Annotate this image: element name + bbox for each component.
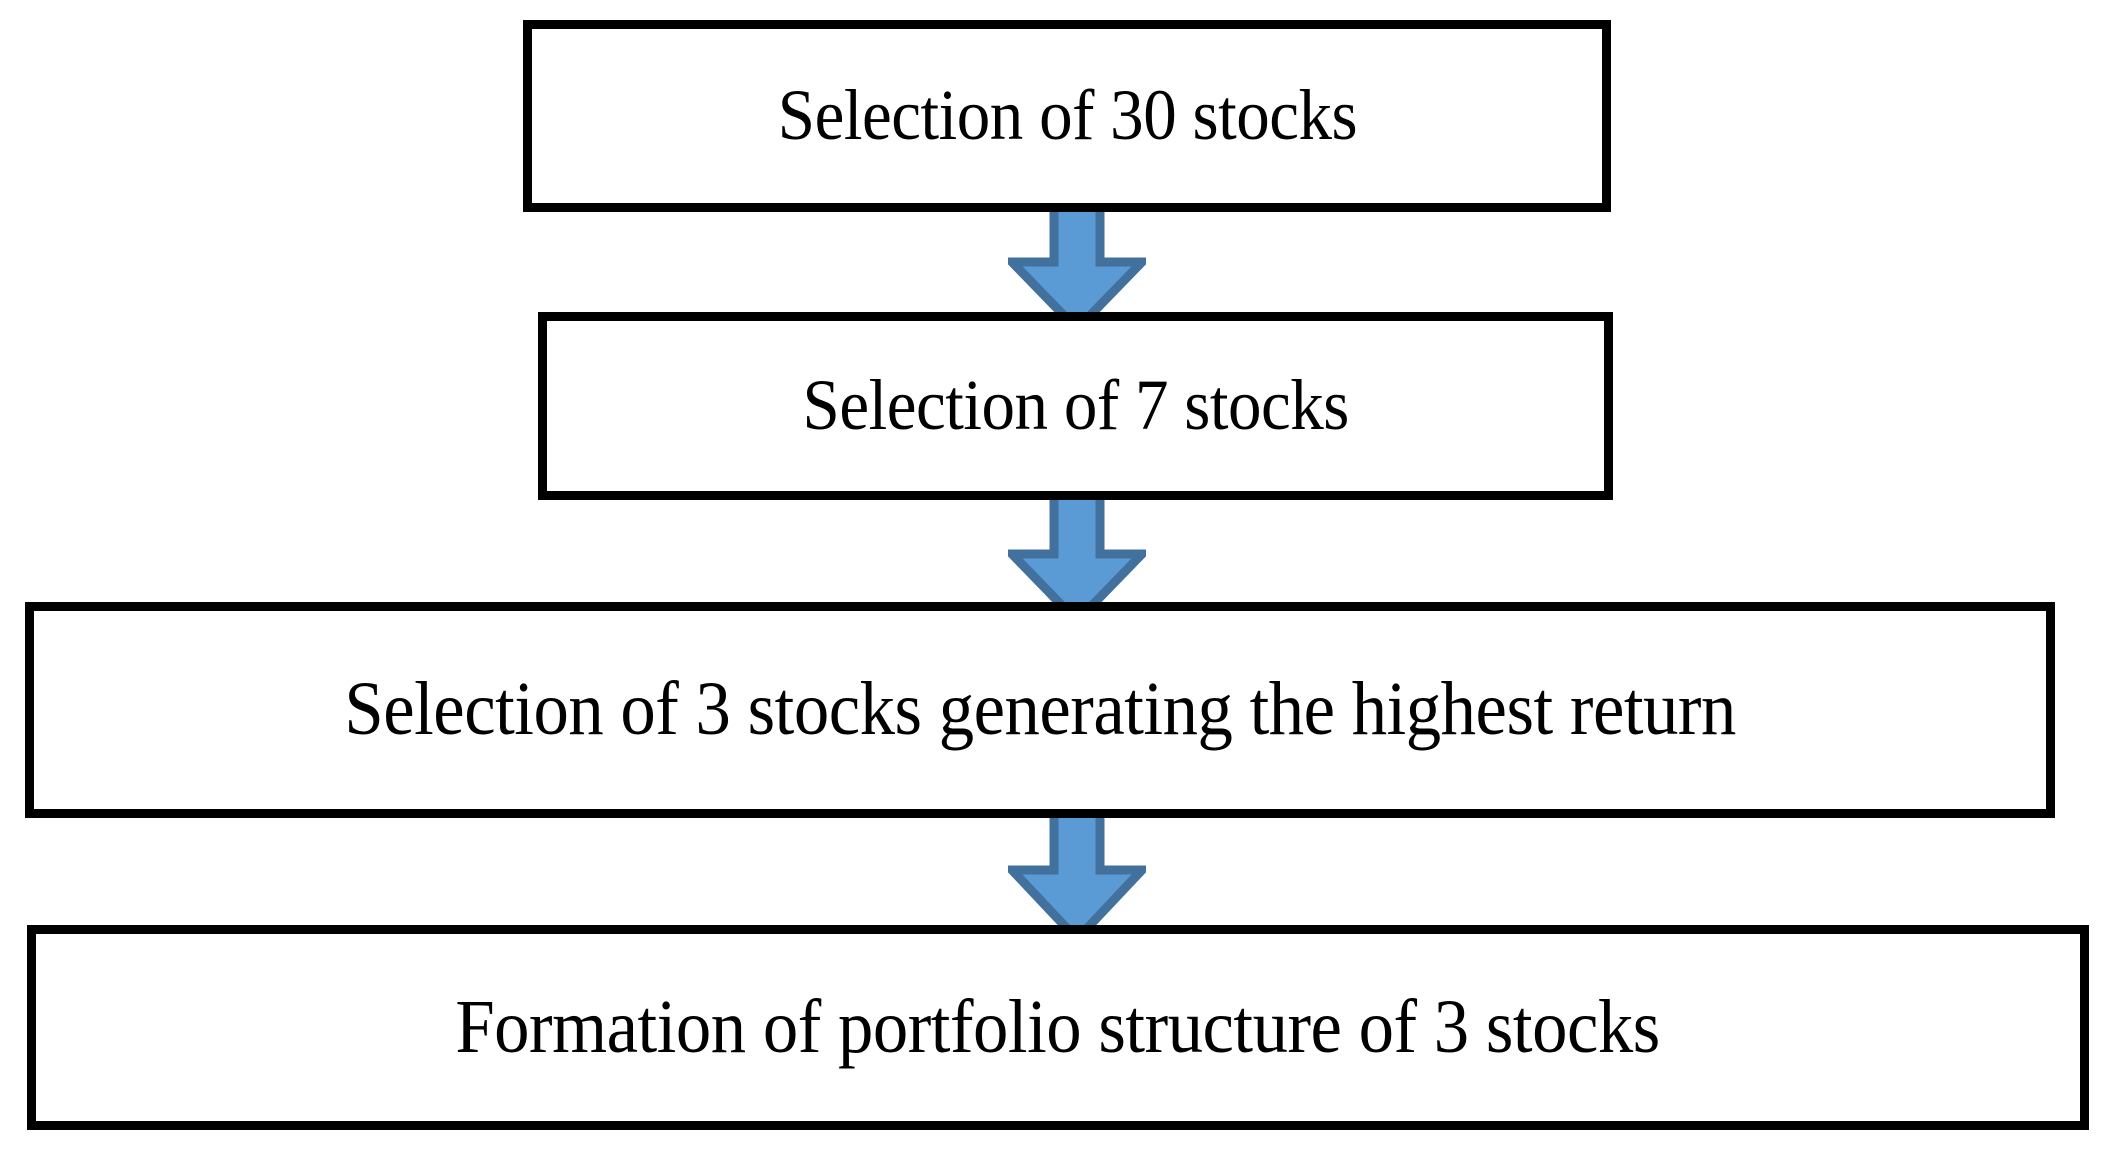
flowchart-node-label: Formation of portfolio structure of 3 st… <box>455 984 1661 1069</box>
flowchart-node-label: Selection of 30 stocks <box>777 75 1357 156</box>
flowchart-node-selection-of-3-stocks-highest-return[interactable]: Selection of 3 stocks generating the hig… <box>25 602 2055 818</box>
flowchart-node-label: Selection of 7 stocks <box>802 365 1349 446</box>
flowchart-node-selection-of-30-stocks[interactable]: Selection of 30 stocks <box>523 20 1611 212</box>
flowchart-node-label: Selection of 3 stocks generating the hig… <box>344 667 1736 752</box>
flowchart-node-selection-of-7-stocks[interactable]: Selection of 7 stocks <box>538 312 1613 500</box>
flowchart-node-formation-of-portfolio-structure[interactable]: Formation of portfolio structure of 3 st… <box>27 925 2089 1130</box>
